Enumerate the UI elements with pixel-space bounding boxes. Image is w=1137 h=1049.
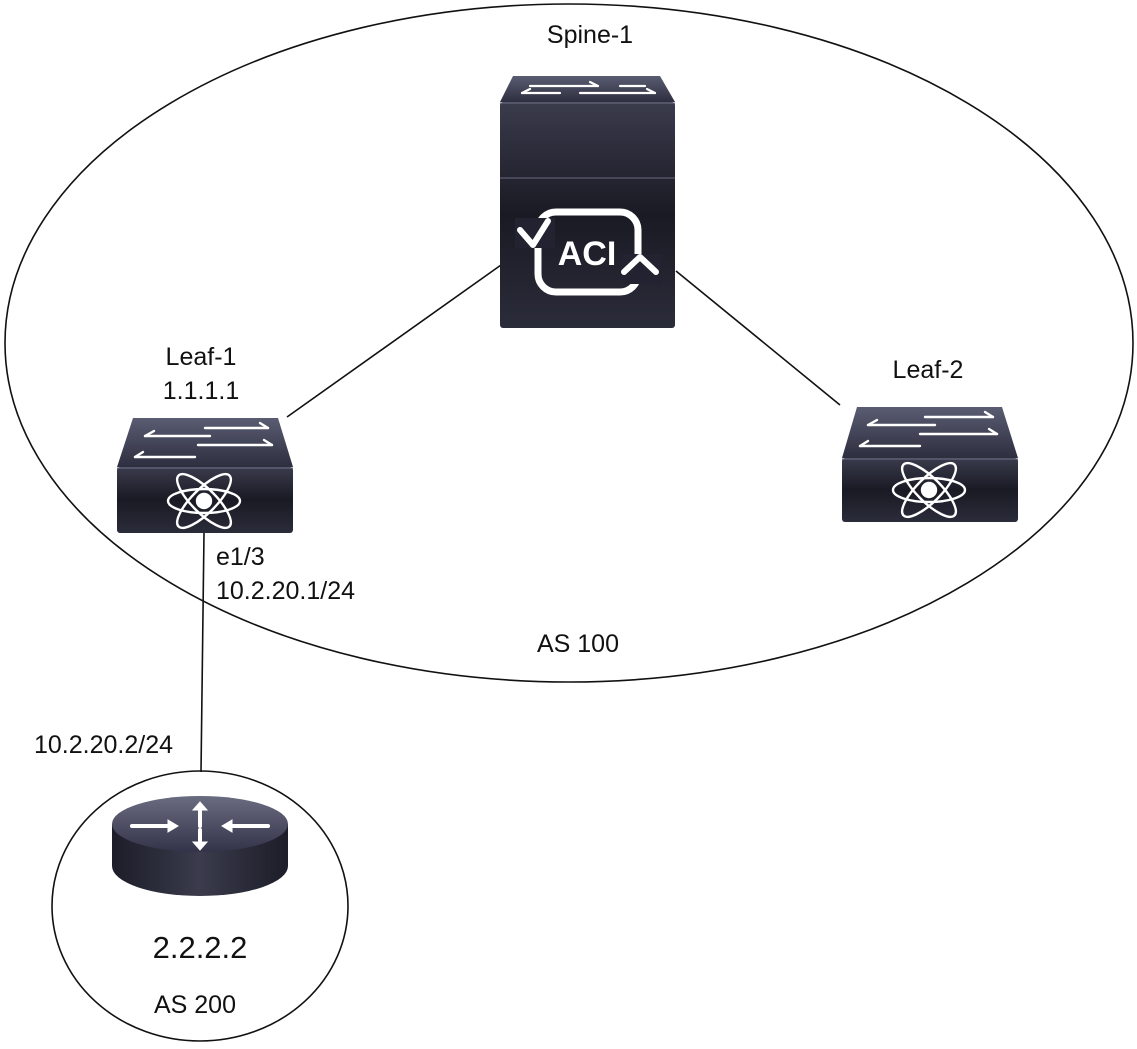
link-leaf1-router <box>200 532 205 773</box>
spine1-label: Spine-1 <box>547 21 633 49</box>
as100-region-boundary <box>4 3 1134 683</box>
leaf2-switch-icon <box>842 407 1018 522</box>
leaf1-switch-icon <box>117 418 293 533</box>
spine1-switch-icon: ACI <box>500 76 675 328</box>
leaf2-label: Leaf-2 <box>893 356 964 384</box>
interface-name: e1/3 <box>216 543 265 571</box>
spine1-badge-text: ACI <box>558 235 617 273</box>
leaf2-fabric-icon <box>891 461 967 519</box>
leaf1-interface-ip: 10.2.20.1/24 <box>216 577 355 605</box>
router-address: 2.2.2.2 <box>153 930 248 965</box>
as200-label: AS 200 <box>154 991 236 1019</box>
router-icon <box>112 796 288 896</box>
link-spine1-leaf2 <box>675 270 841 406</box>
leaf1-label: Leaf-1 <box>166 343 237 371</box>
leaf1-address: 1.1.1.1 <box>163 377 239 405</box>
router-interface-ip: 10.2.20.2/24 <box>34 731 173 759</box>
leaf1-fabric-icon <box>166 472 242 530</box>
as200-region-boundary <box>51 770 349 1042</box>
link-spine1-leaf1 <box>286 264 502 418</box>
as100-label: AS 100 <box>537 630 619 658</box>
